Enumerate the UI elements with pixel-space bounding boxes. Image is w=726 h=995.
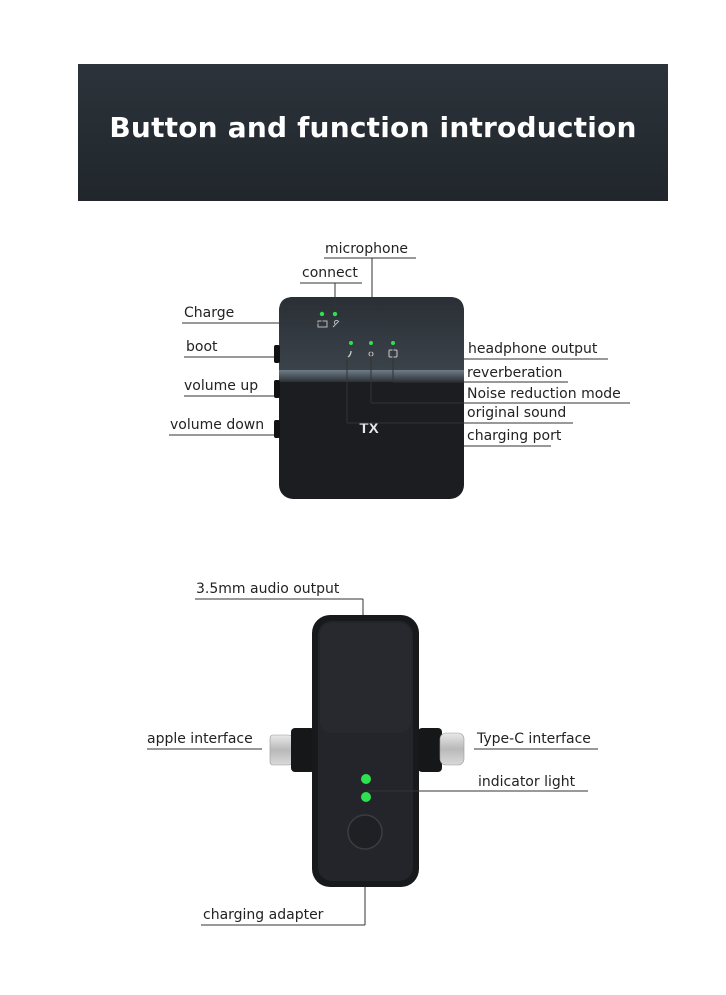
volume-down-button [274,420,280,438]
label-noise-reduction-mode: Noise reduction mode [467,386,621,402]
banner-title: Button and function introduction [109,111,637,144]
type-c-plug [439,732,465,766]
original-sound-led [349,341,353,345]
receiver-device: TX [274,297,464,499]
music-note-icon [347,350,352,358]
connect-led [332,311,338,317]
indicator-led-1 [361,774,371,784]
charge-led [319,311,325,317]
label-headphone-output: headphone output [468,341,598,357]
link-icon [332,319,340,328]
label-volume-down: volume down [170,417,265,433]
label-apple-interface: apple interface [147,731,253,747]
label-volume-up: volume up [184,378,259,394]
label-audio-output: 3.5mm audio output [196,581,340,597]
label-indicator-light: indicator light [478,774,576,790]
label-connect: connect [302,265,358,281]
reverberation-led [391,341,395,345]
transmitter-leader-lines [147,598,598,926]
title-banner: Button and function introduction [78,64,668,201]
power-button [347,814,383,850]
receiver-leader-lines [169,257,630,447]
boot-button [274,345,280,363]
label-reverberation: reverberation [467,365,563,381]
label-original-sound: original sound [467,405,567,421]
lightning-plug [269,734,293,766]
transmitter-device [269,615,465,887]
indicator-led-2 [361,792,371,802]
label-charging-adapter: charging adapter [203,907,324,923]
label-type-c-interface: Type-C interface [477,731,591,747]
volume-up-button [274,380,280,398]
tx-mark: TX [359,420,378,437]
noise-reduction-led [369,341,373,345]
label-microphone: microphone [325,241,409,257]
label-boot: boot [186,339,218,355]
label-charging-port: charging port [467,428,562,444]
label-charge: Charge [184,305,235,321]
